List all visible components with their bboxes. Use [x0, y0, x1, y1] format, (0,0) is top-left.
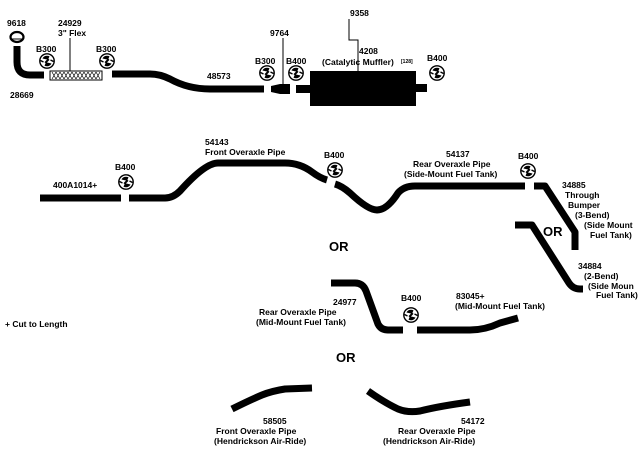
clamp-b400-label: B400: [286, 56, 307, 66]
clamp-b300-label: B300: [255, 56, 276, 66]
part-9618-label: 9618: [7, 18, 26, 28]
pipe-clamp-icon: [287, 64, 305, 82]
pipe-clamp-icon: [258, 64, 276, 82]
rear-overaxle-label: Rear Overaxle Pipe: [259, 307, 337, 317]
pipe-24977: [331, 279, 403, 334]
flex-label: 3" Flex: [58, 28, 86, 38]
part-24929-label: 24929: [58, 18, 82, 28]
pipe-54172: [365, 388, 471, 416]
pipe-34885: [534, 182, 579, 250]
clamp-b300-label: B300: [36, 44, 57, 54]
clamp-b400-label: B400: [324, 150, 345, 160]
or-separator: OR: [336, 350, 356, 365]
through-label: Through: [565, 190, 599, 200]
part-400a1014-label: 400A1014+: [53, 180, 97, 190]
part-34885-label: 34885: [562, 180, 586, 190]
fuel-tank-label: Fuel Tank): [590, 230, 632, 240]
part-54137-label: 54137: [446, 149, 470, 159]
pipe-clamp-icon: [98, 52, 116, 70]
two-bend-label: (2-Bend): [584, 271, 619, 281]
part-24977-label: 24977: [333, 297, 357, 307]
clamp-b400-label: B400: [115, 162, 136, 172]
fuel-tank-label: Fuel Tank): [596, 290, 638, 300]
part-9358-label: 9358: [350, 8, 369, 18]
side-mount-label: (Side Moun: [588, 281, 634, 291]
clamp-b300-label: B300: [96, 44, 117, 54]
part-4208-label: 4208: [359, 46, 378, 56]
front-overaxle-label: Front Overaxle Pipe: [216, 426, 297, 436]
pipe-58505: [230, 384, 313, 413]
hendrickson-label: (Hendrickson Air-Ride): [383, 436, 475, 446]
part-28669-label: 28669: [10, 90, 34, 100]
pipe-83045: [417, 314, 519, 334]
mid-mount-tank-label: (Mid-Mount Fuel Tank): [455, 301, 545, 311]
or-separator: OR: [543, 224, 563, 239]
three-bend-label: (3-Bend): [575, 210, 610, 220]
muffler-inlet: [296, 85, 310, 93]
side-mount-label: (Side Mount: [584, 220, 633, 230]
hanger-ring-icon: [9, 30, 25, 44]
pipe-28669-elbow: [13, 46, 44, 79]
muffler-label: (Catalytic Muffler): [322, 57, 394, 67]
pipe-clamp-icon: [117, 173, 135, 191]
front-overaxle-label: Front Overaxle Pipe: [205, 147, 286, 157]
pipe-48573: [112, 70, 264, 93]
part-34884-label: 34884: [578, 261, 602, 271]
leader-9358: [348, 19, 359, 71]
part-58505-label: 58505: [263, 416, 287, 426]
adapter-9764: [271, 84, 290, 94]
part-54143-label: 54143: [205, 137, 229, 147]
pipe-clamp-icon: [519, 162, 537, 180]
muffler-4208: [310, 71, 416, 106]
side-mount-tank-label: (Side-Mount Fuel Tank): [404, 169, 498, 179]
part-9764-label: 9764: [270, 28, 289, 38]
pipe-clamp-icon: [326, 161, 344, 179]
rear-overaxle-label: Rear Overaxle Pipe: [398, 426, 476, 436]
bumper-label: Bumper: [568, 200, 601, 210]
pipe-34884: [515, 221, 584, 293]
pipe-54143: [129, 159, 329, 202]
pipe-clamp-icon: [402, 306, 420, 324]
part-54172-label: 54172: [461, 416, 485, 426]
mid-mount-tank-label: (Mid-Mount Fuel Tank): [256, 317, 346, 327]
flex-hatch: [51, 71, 101, 80]
muffler-superscript: [128]: [401, 59, 413, 65]
muffler-outlet: [416, 84, 427, 92]
hendrickson-label: (Hendrickson Air-Ride): [214, 436, 306, 446]
or-separator: OR: [329, 239, 349, 254]
clamp-b400-label: B400: [401, 293, 422, 303]
flex-pipe-24929: [49, 70, 103, 81]
part-48573-label: 48573: [207, 71, 231, 81]
pipe-clamp-icon: [428, 64, 446, 82]
part-83045-label: 83045+: [456, 291, 485, 301]
pipe-clamp-icon: [38, 52, 56, 70]
cut-to-length-note: + Cut to Length: [5, 319, 68, 329]
clamp-b400-label: B400: [518, 151, 539, 161]
pipe-54137: [333, 180, 525, 214]
clamp-b400-label: B400: [427, 53, 448, 63]
rear-overaxle-label: Rear Overaxle Pipe: [413, 159, 491, 169]
